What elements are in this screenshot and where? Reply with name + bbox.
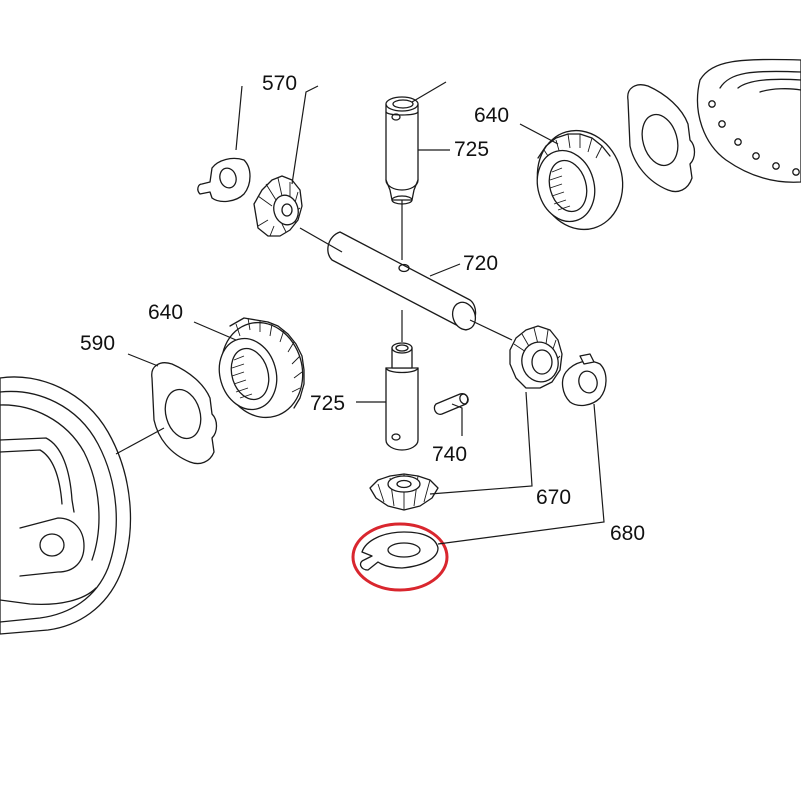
label-590: 590 <box>80 332 115 355</box>
label-640-top: 640 <box>474 104 509 127</box>
thrust-washer-680-bottom <box>359 531 439 571</box>
thrust-washer-680-right <box>561 353 607 407</box>
label-725-top: 725 <box>454 138 489 161</box>
thrust-washer-top-right <box>627 84 696 193</box>
label-670: 670 <box>536 486 571 509</box>
leader-lines <box>115 81 605 545</box>
pinion-gear-670-top <box>253 175 303 237</box>
pinion-gear-670-bottom <box>369 473 439 511</box>
label-570: 570 <box>262 72 297 95</box>
top-crop-mask <box>250 60 320 75</box>
pinion-gear-670-right <box>509 325 563 389</box>
part-labels: 570 640 725 720 640 590 725 740 670 680 <box>80 72 645 545</box>
label-740: 740 <box>432 443 467 466</box>
label-725-bottom: 725 <box>310 392 345 415</box>
highlight-circle <box>351 522 449 592</box>
label-720: 720 <box>463 252 498 275</box>
pinion-shaft-725-top <box>385 96 419 205</box>
pinion-shaft-725-bottom <box>385 342 419 451</box>
label-680: 680 <box>610 522 645 545</box>
side-gear-640-right <box>536 129 624 231</box>
label-640-left: 640 <box>148 301 183 324</box>
thrust-washer-590 <box>151 362 218 465</box>
side-gear-640-left <box>218 317 305 419</box>
differential-housing <box>0 376 132 635</box>
differential-case-flange <box>696 58 801 183</box>
thrust-washer-680-top <box>197 157 251 203</box>
pin-740 <box>433 392 469 415</box>
cross-shaft-720 <box>327 231 477 331</box>
